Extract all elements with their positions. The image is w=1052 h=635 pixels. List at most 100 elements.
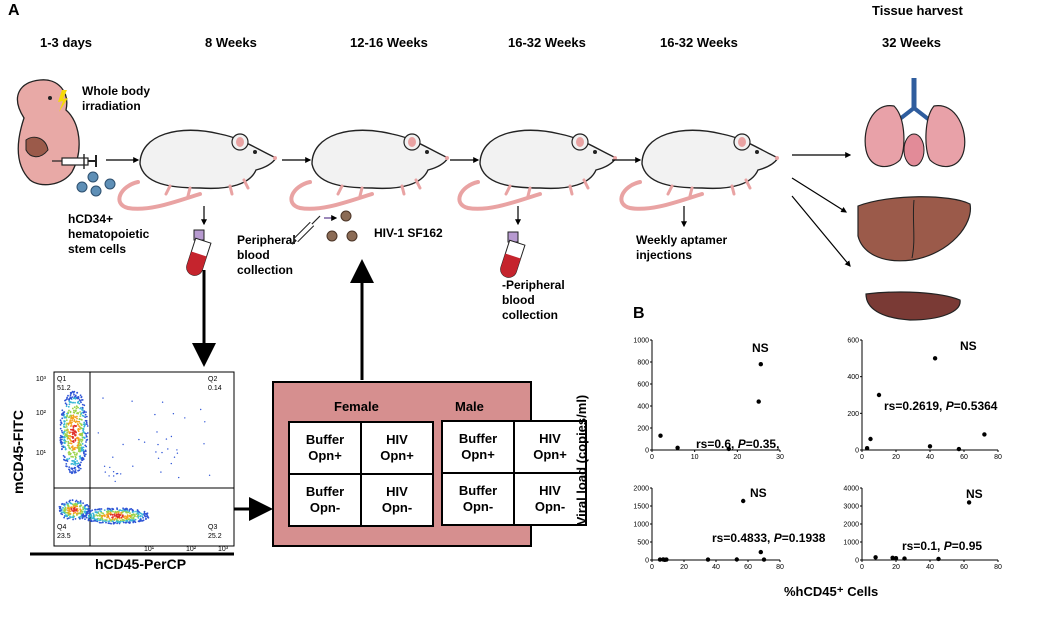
flow-event-dot <box>75 508 78 511</box>
flow-event-dot <box>98 521 101 524</box>
flow-event-dot <box>66 517 69 520</box>
flow-event-dot <box>61 435 64 438</box>
flow-q1-label: Q1 <box>57 376 66 383</box>
flow-event-dot <box>65 426 68 428</box>
stem-cells-line3: stem cells <box>68 242 127 256</box>
flow-event-dot <box>104 471 107 473</box>
flow-event-dot <box>116 522 118 525</box>
flow-event-dot <box>143 441 146 443</box>
flow-event-dot <box>83 411 86 414</box>
flow-event-dot <box>86 423 88 425</box>
flow-event-dot <box>62 454 65 457</box>
flow-event-dot <box>84 453 87 456</box>
flow-event-dot <box>155 451 157 453</box>
flow-event-dot <box>80 461 82 464</box>
flow-event-dot <box>131 517 133 520</box>
flow-event-dot <box>77 444 79 447</box>
flow-event-dot <box>81 434 83 436</box>
flow-event-dot <box>81 447 84 450</box>
flow-event-dot <box>76 391 79 394</box>
flow-event-dot <box>112 456 114 458</box>
flow-event-dot <box>67 405 70 408</box>
flow-event-dot <box>71 419 73 422</box>
flow-event-dot <box>68 466 71 468</box>
flow-event-dot <box>79 508 82 511</box>
flow-event-dot <box>132 520 135 523</box>
flow-event-dot <box>79 504 82 507</box>
flow-event-dot <box>63 425 65 428</box>
flow-event-dot <box>71 468 74 471</box>
flow-event-dot <box>140 513 143 515</box>
flow-event-dot <box>92 514 95 517</box>
flow-event-dot <box>77 462 80 465</box>
timeline-label-8weeks: 8 Weeks <box>205 35 257 50</box>
flow-event-dot <box>184 417 186 419</box>
flow-event-dot <box>103 509 106 511</box>
flow-event-dot <box>76 505 79 508</box>
flow-event-dot <box>120 509 123 512</box>
flow-event-dot <box>160 471 162 473</box>
flow-event-dot <box>111 518 114 521</box>
flow-q1-value: 51.2 <box>57 385 71 392</box>
flow-event-dot <box>66 460 69 462</box>
scatter-point <box>902 556 907 561</box>
scatter-point <box>675 445 680 450</box>
flow-event-dot <box>122 521 125 524</box>
flow-event-dot <box>132 465 134 467</box>
flow-event-dot <box>78 517 81 519</box>
flow-event-dot <box>69 401 72 403</box>
flow-event-dot <box>131 513 134 516</box>
irradiation-line1: Whole body <box>82 84 150 98</box>
flow-event-dot <box>71 431 74 434</box>
flow-event-dot <box>79 399 82 402</box>
flow-event-dot <box>63 505 66 507</box>
flow-event-dot <box>74 397 77 399</box>
flow-event-dot <box>73 512 75 514</box>
flow-event-dot <box>74 500 77 503</box>
flow-event-dot <box>109 508 111 511</box>
flow-ylabel: mCD45-FITC <box>10 410 26 495</box>
scatter-point <box>705 557 711 562</box>
flow-event-dot <box>61 445 63 448</box>
flow-event-dot <box>83 436 86 439</box>
scatter-xtick-label: 0 <box>860 564 864 571</box>
flow-event-dot <box>73 447 75 450</box>
flow-event-dot <box>77 427 80 430</box>
flow-event-dot <box>86 504 89 506</box>
flow-event-dot <box>65 463 68 465</box>
flow-event-dot <box>108 517 111 520</box>
flow-event-dot <box>96 514 99 517</box>
flow-event-dot <box>96 508 99 511</box>
flow-event-dot <box>77 412 79 415</box>
diagram-illustrations <box>16 78 971 521</box>
flow-event-dot <box>72 401 75 404</box>
scatter-point <box>761 557 767 562</box>
flow-event-dot <box>111 516 113 519</box>
flow-event-dot <box>78 418 81 421</box>
timeline-label-12-16weeks: 12-16 Weeks <box>350 35 428 50</box>
flow-event-dot <box>74 434 77 437</box>
flow-event-dot <box>72 417 75 420</box>
flow-event-dot <box>88 516 90 519</box>
flow-event-dot <box>76 512 79 515</box>
flow-event-dot <box>63 416 66 419</box>
stem-cells-label: hCD34+ hematopoietic stem cells <box>68 212 149 257</box>
flow-event-dot <box>137 513 140 515</box>
flow-event-dot <box>72 414 75 417</box>
flow-event-dot <box>79 394 82 397</box>
flow-event-dot <box>66 422 68 425</box>
scatter-point <box>864 446 870 451</box>
flow-event-dot <box>115 513 118 516</box>
flow-event-dot <box>63 415 65 417</box>
flow-event-dot <box>68 517 70 520</box>
flow-event-dot <box>132 510 135 513</box>
flow-event-dot <box>70 455 73 458</box>
flow-event-dot <box>80 459 83 461</box>
flow-event-dot <box>74 416 77 419</box>
flow-event-dot <box>161 451 163 454</box>
flow-event-dot <box>63 456 66 458</box>
flow-event-dot <box>68 453 70 456</box>
flow-event-dot <box>76 415 78 418</box>
